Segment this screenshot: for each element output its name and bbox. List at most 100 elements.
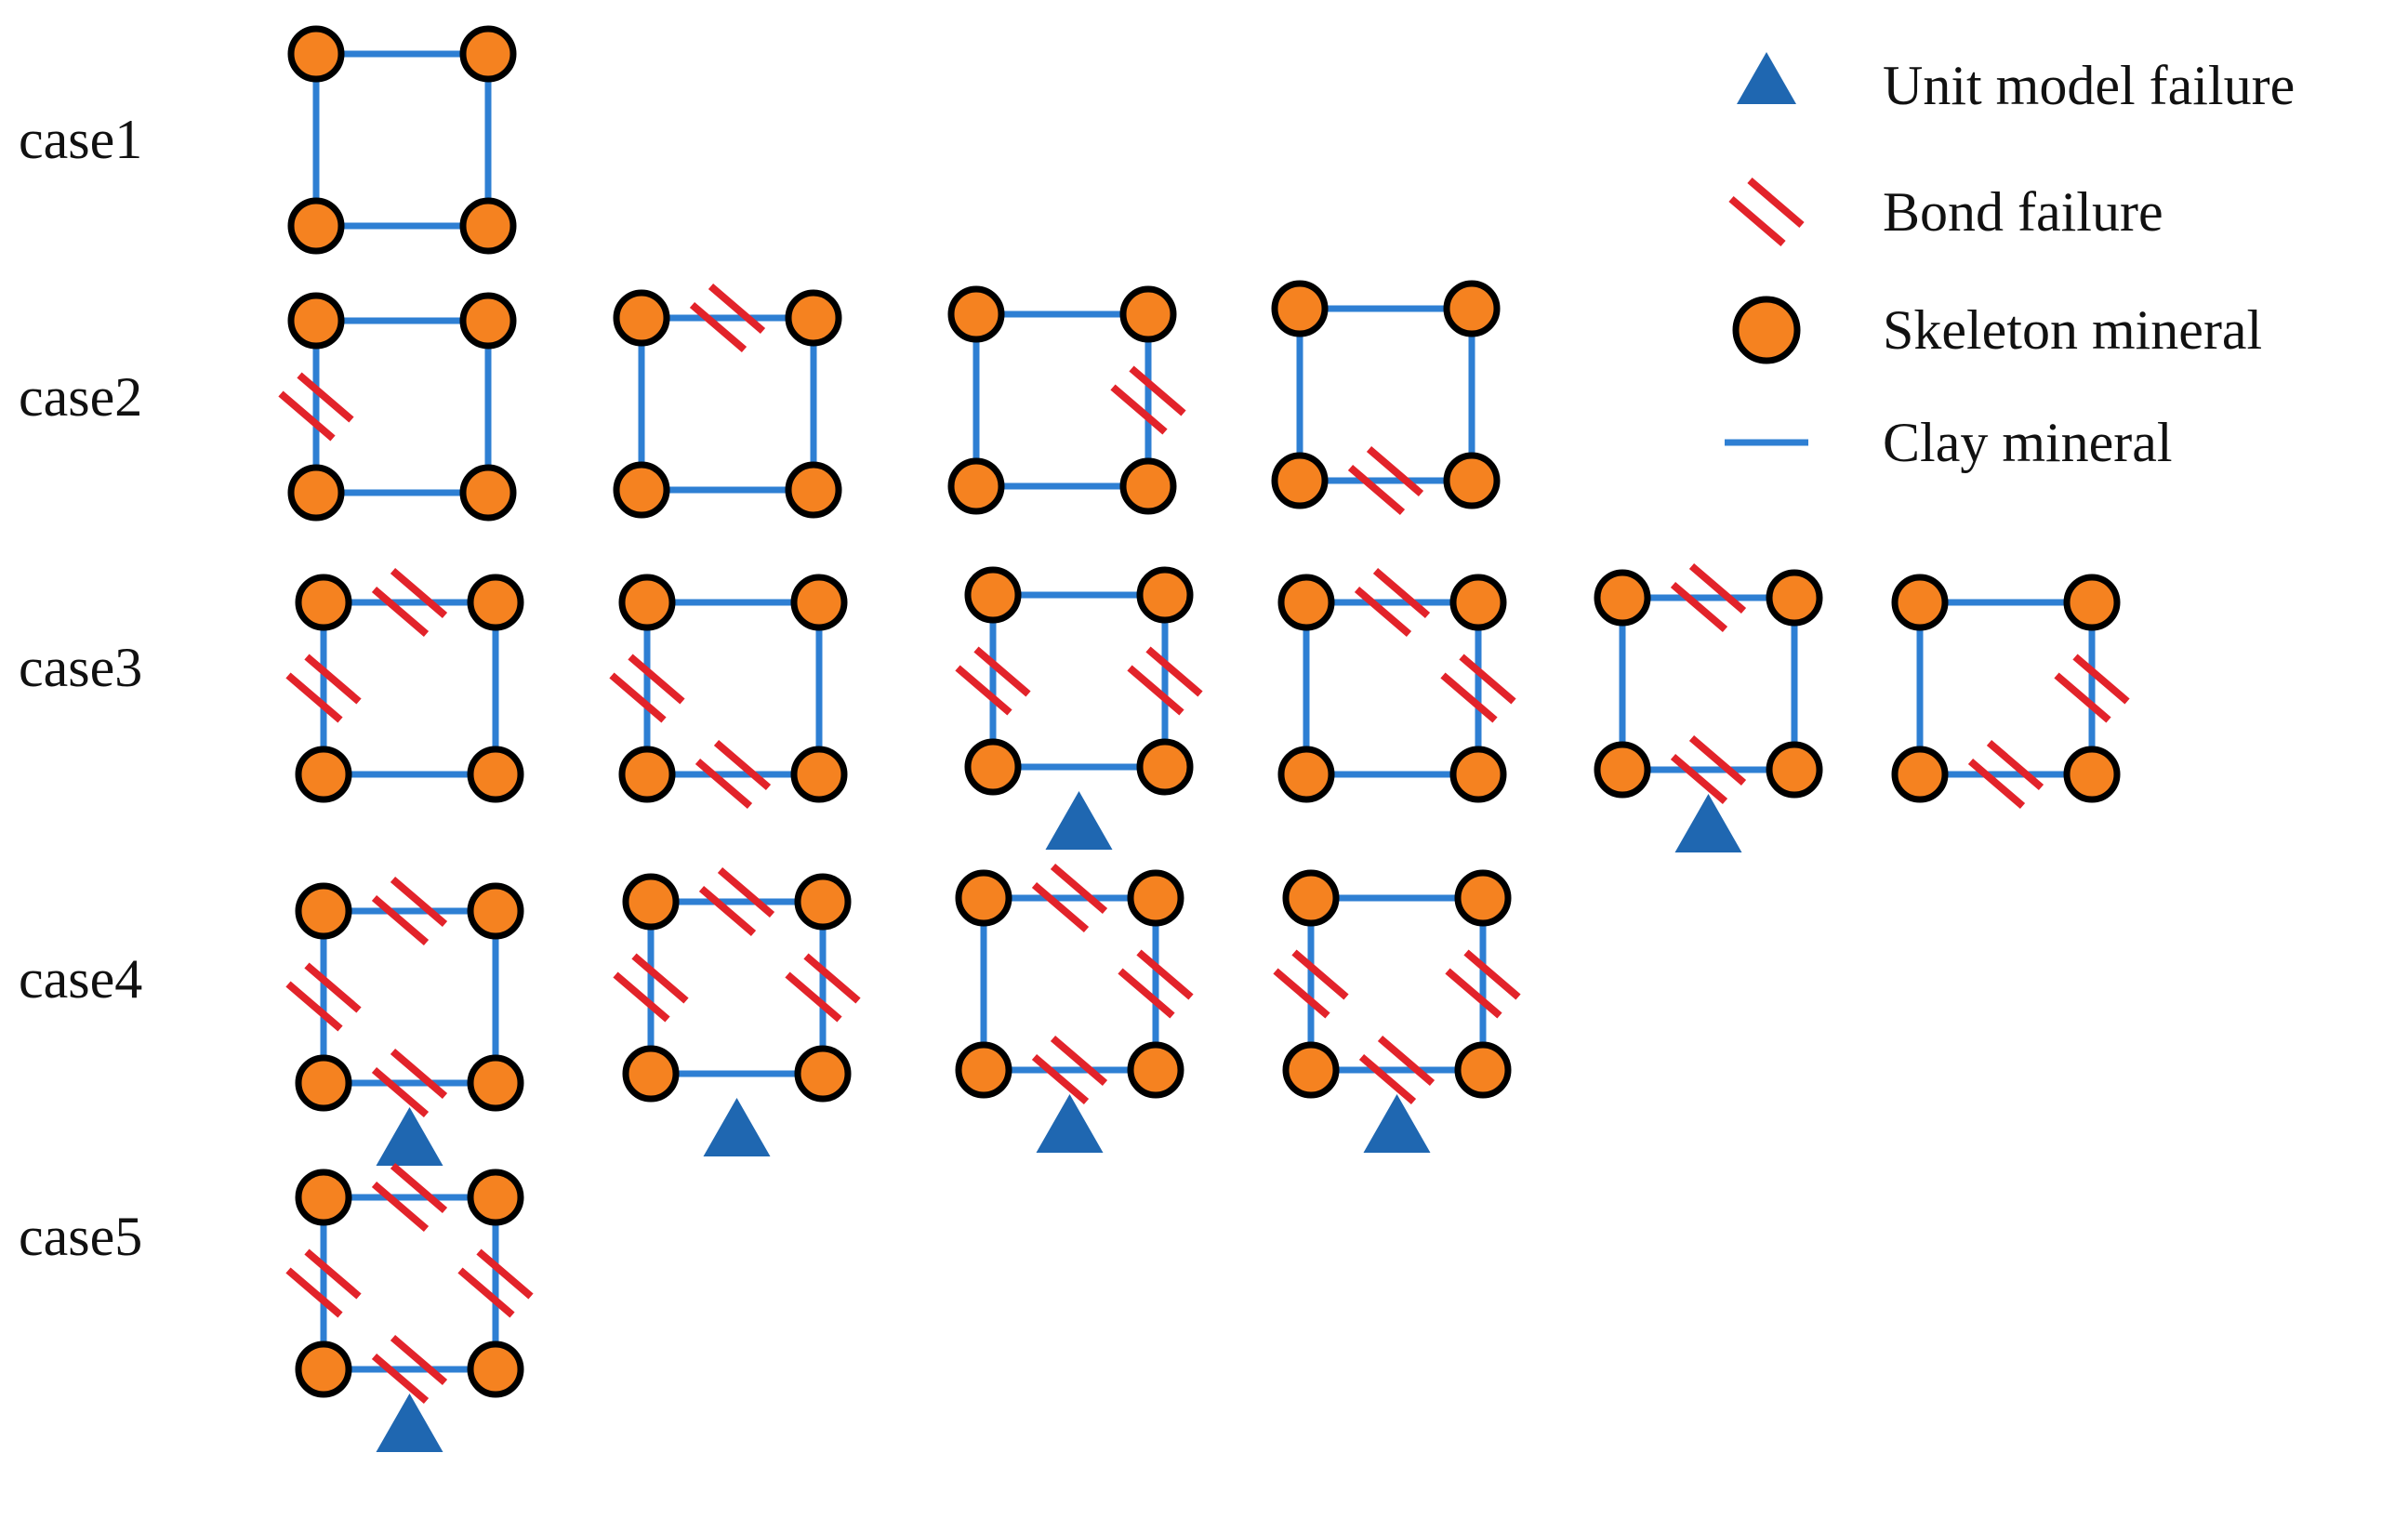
unit-model-failure-icon bbox=[1036, 1094, 1104, 1153]
skeleton-mineral bbox=[1277, 746, 1335, 803]
skeleton-mineral bbox=[459, 25, 517, 83]
unit-model bbox=[287, 25, 517, 255]
skeleton-mineral bbox=[295, 1341, 352, 1398]
bond-failure-left bbox=[613, 953, 689, 1023]
skeleton-mineral bbox=[1766, 569, 1823, 627]
unit-model bbox=[613, 866, 861, 1156]
unit-model bbox=[1271, 280, 1501, 516]
unit-model bbox=[278, 292, 517, 522]
skeleton-mineral bbox=[794, 1045, 852, 1103]
skeleton-mineral bbox=[1127, 1041, 1184, 1099]
unit-model-failure-icon bbox=[1674, 794, 1742, 852]
skeleton-mineral bbox=[1891, 746, 1949, 803]
legend-label: Clay mineral bbox=[1883, 412, 2173, 473]
bond-failure-bottom bbox=[695, 739, 772, 810]
skeleton-mineral bbox=[2063, 746, 2121, 803]
skeleton-mineral bbox=[1766, 741, 1823, 799]
bond-failure-top bbox=[371, 876, 448, 946]
bond-failure-bottom bbox=[1358, 1035, 1436, 1105]
case-row-case1: case1 bbox=[19, 25, 517, 255]
skeleton-mineral bbox=[287, 292, 345, 350]
skeleton-mineral bbox=[1594, 741, 1651, 799]
bond-failure-bottom bbox=[1347, 445, 1424, 516]
skeleton-mineral bbox=[1127, 869, 1184, 927]
unit-model bbox=[285, 1162, 534, 1452]
skeleton-mineral bbox=[790, 746, 848, 803]
skeleton-mineral bbox=[1454, 869, 1512, 927]
cases-layer: case1 case2 case3 case4 case5 bbox=[19, 25, 2130, 1452]
bond-failure-left bbox=[278, 372, 354, 442]
bond-failure-top bbox=[1354, 567, 1431, 638]
skeleton-mineral bbox=[955, 1041, 1012, 1099]
unit-model bbox=[955, 566, 1203, 850]
skeleton-mineral bbox=[467, 1054, 524, 1112]
skeleton-mineral bbox=[295, 1054, 352, 1112]
skeleton-mineral bbox=[1282, 1041, 1340, 1099]
unit-model-failure-icon bbox=[1363, 1094, 1431, 1153]
unit-model bbox=[1273, 869, 1521, 1153]
skeleton-mineral bbox=[955, 869, 1012, 927]
legend-label: Bond failure bbox=[1883, 181, 2163, 243]
skeleton-mineral bbox=[295, 882, 352, 940]
skeleton-mineral bbox=[287, 464, 345, 522]
legend-item: Unit model failure bbox=[1737, 52, 2295, 116]
case-label: case2 bbox=[19, 366, 142, 428]
case-row-case4: case4 bbox=[19, 863, 1521, 1166]
legend-item: Skeleton mineral bbox=[1732, 296, 2262, 364]
skeleton-mineral bbox=[790, 574, 848, 631]
skeleton-mineral bbox=[467, 1169, 524, 1226]
unit-model-failure-icon bbox=[376, 1107, 443, 1166]
skeleton-mineral bbox=[613, 289, 670, 347]
skeleton-mineral bbox=[618, 574, 676, 631]
bond-failure-left bbox=[285, 654, 362, 723]
skeleton-mineral bbox=[467, 1341, 524, 1398]
unit-model bbox=[955, 863, 1194, 1153]
bond-failure-left bbox=[285, 962, 362, 1032]
skeleton-mineral bbox=[1594, 569, 1651, 627]
skeleton-mineral bbox=[1271, 452, 1329, 509]
bond-failure-bottom bbox=[1031, 1035, 1108, 1105]
bond-failure-top bbox=[1031, 863, 1108, 933]
legend-item: Bond failure bbox=[1728, 177, 2163, 247]
skeleton-mineral bbox=[1443, 280, 1501, 337]
bond-failure-right bbox=[457, 1248, 534, 1318]
case-label: case5 bbox=[19, 1206, 142, 1267]
legend-label: Skeleton mineral bbox=[1883, 299, 2262, 361]
bond-failure-left bbox=[1273, 949, 1349, 1019]
bond-failure-top bbox=[1670, 562, 1747, 633]
skeleton-mineral bbox=[2063, 574, 2121, 631]
skeleton-mineral bbox=[467, 882, 524, 940]
skeleton-mineral bbox=[964, 738, 1022, 796]
unit-model bbox=[285, 876, 524, 1166]
legend-item: Clay mineral bbox=[1725, 412, 2173, 473]
bond-failure-top bbox=[371, 1162, 448, 1233]
skeleton-mineral bbox=[794, 873, 852, 931]
skeleton-mineral bbox=[459, 464, 517, 522]
skeleton-mineral bbox=[287, 25, 345, 83]
bond-failure-left bbox=[285, 1248, 362, 1318]
skeleton-mineral bbox=[1277, 574, 1335, 631]
bond-failure-icon bbox=[1728, 177, 1805, 247]
bond-failure-top bbox=[371, 567, 448, 638]
skeleton-mineral bbox=[618, 746, 676, 803]
unit-model-failure-icon bbox=[1737, 52, 1796, 104]
skeleton-mineral bbox=[1119, 285, 1177, 343]
bond-failure-right bbox=[1445, 949, 1521, 1019]
unit-model bbox=[1891, 574, 2130, 810]
case-label: case3 bbox=[19, 637, 142, 698]
skeleton-mineral bbox=[1449, 574, 1507, 631]
bond-failure-right bbox=[1440, 654, 1516, 723]
case-row-case2: case2 bbox=[19, 280, 1501, 522]
skeleton-mineral bbox=[947, 285, 1005, 343]
skeleton-mineral bbox=[467, 746, 524, 803]
bond-failure-top bbox=[689, 283, 766, 353]
bond-failure-bottom bbox=[371, 1334, 448, 1405]
bond-failure-right bbox=[1110, 365, 1186, 435]
unit-model bbox=[947, 285, 1186, 515]
unit-model-failure-icon bbox=[703, 1098, 771, 1156]
unit-model-failure-icon bbox=[1045, 791, 1113, 850]
skeleton-mineral bbox=[1136, 738, 1194, 796]
skeleton-mineral bbox=[459, 292, 517, 350]
